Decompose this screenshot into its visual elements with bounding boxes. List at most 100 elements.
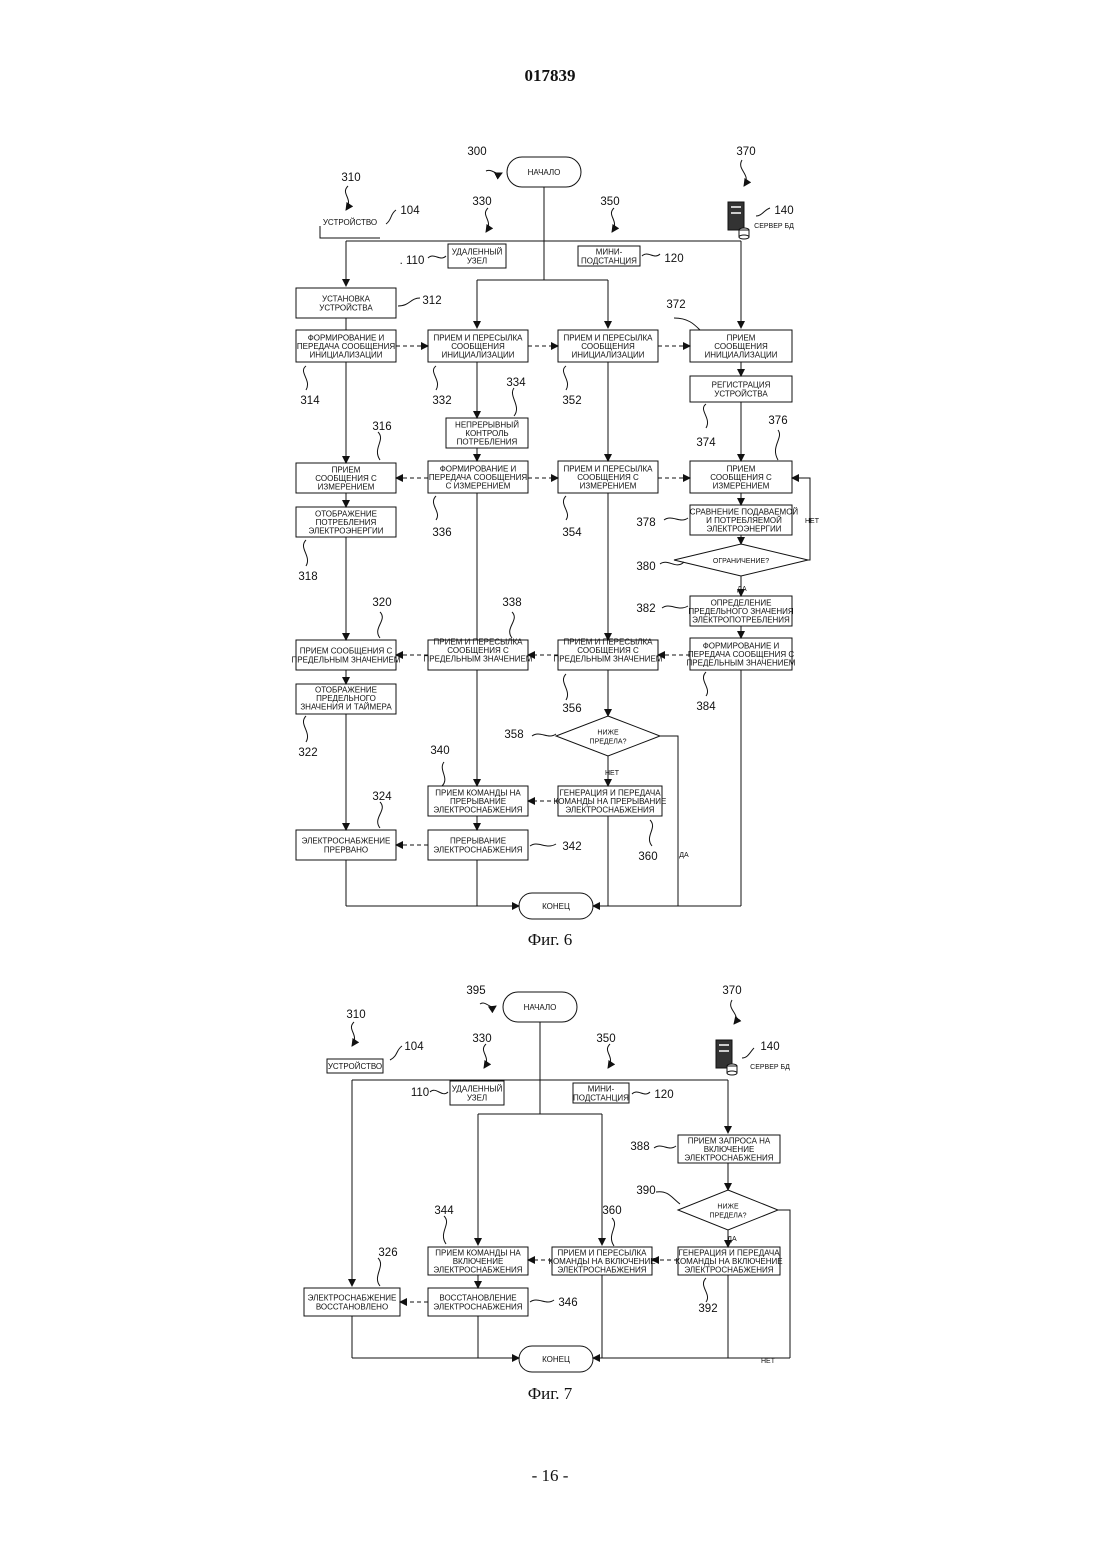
branch-yes-label: ДА [727,1236,737,1243]
step-324-label: ПРЕРВАНО [324,845,368,854]
step-326-label: ВОССТАНОВЛЕНО [316,1302,388,1311]
ref-338: 338 [502,597,521,609]
decision-380-label: ОГРАНИЧЕНИЕ? [713,558,769,565]
decision-358-label: НИЖЕ [597,730,619,737]
step-388-label: ЭЛЕКТРОСНАБЖЕНИЯ [684,1154,773,1163]
step-374-label: УСТРОЙСТВА [714,389,768,398]
ref-360: 360 [602,1205,621,1217]
page-number: - 16 - [0,1466,1100,1486]
branch-no-label: НЕТ [605,770,620,777]
figure-6-flowchart: НАЧАЛОКОНЕЦУСТРОЙСТВОУДАЛЕННЫЙУЗЕЛМИНИ-П… [0,0,1100,940]
ref-388: 388 [630,1141,649,1153]
step-318-label: ЭЛЕКТРОЭНЕРГИИ [308,527,383,536]
ref-390: 390 [636,1185,655,1197]
database-server-icon [728,202,749,239]
branch-yes-label: ДА [679,852,689,859]
decision-358-label: ПРЕДЕЛА? [590,738,627,745]
ref-374: 374 [696,437,716,449]
branch-yes-label: ДА [737,586,747,593]
step-322-label: ЗНАЧЕНИЯ И ТАЙМЕРА [300,703,392,712]
step-334-label: ПОТРЕБЛЕНИЯ [457,438,518,447]
ref-312: 312 [422,295,441,307]
step-320-label: ПРЕДЕЛЬНЫМ ЗНАЧЕНИЕМ [292,655,401,664]
step-352-label: ИНИЦИАЛИЗАЦИИ [571,351,644,360]
ref-104: 104 [400,205,420,217]
ref-384: 384 [696,701,716,713]
ref-380: 380 [636,561,655,573]
remote-node-label: УЗЕЛ [467,256,487,265]
ref-372: 372 [666,299,685,311]
remote-node-label: УЗЕЛ [467,1093,487,1102]
step-332-label: ИНИЦИАЛИЗАЦИИ [441,351,514,360]
ref-370: 370 [736,146,755,158]
step-360-label: ЭЛЕКТРОСНАБЖЕНИЯ [565,806,654,815]
step-376-label: ИЗМЕРЕНИЕМ [713,482,770,491]
ref-370: 370 [722,985,741,997]
ref-376: 376 [768,415,787,427]
ref-350: 350 [600,196,619,208]
ref-322: 322 [298,747,317,759]
device-label: УСТРОЙСТВО [323,218,377,227]
ref-334: 334 [506,377,526,389]
step-384-label: ПРЕДЕЛЬНЫМ ЗНАЧЕНИЕМ [687,659,796,668]
step-372-label: ИНИЦИАЛИЗАЦИИ [704,351,777,360]
ref-352: 352 [562,395,581,407]
step-316-label: ИЗМЕРЕНИЕМ [318,483,375,492]
mini-substation-label: ПОДСТАНЦИЯ [573,1093,629,1102]
ref-332: 332 [432,395,451,407]
step-338-label: ПРЕДЕЛЬНЫМ ЗНАЧЕНИЕМ [424,655,533,664]
step-344-label: ЭЛЕКТРОСНАБЖЕНИЯ [433,1266,522,1275]
step-346-label: ЭЛЕКТРОСНАБЖЕНИЯ [433,1302,522,1311]
figure-6-caption: Фиг. 6 [0,930,1100,950]
ref-395: 395 [466,985,485,997]
ref-350: 350 [596,1033,615,1045]
ref-318: 318 [298,571,317,583]
step-382-label: ЭЛЕКТРОПОТРЕБЛЕНИЯ [692,616,790,625]
ref-120: 120 [654,1089,673,1101]
device-label: УСТРОЙСТВО [328,1062,382,1071]
ref-324: 324 [372,791,392,803]
ref-316: 316 [372,421,391,433]
ref-104: 104 [404,1041,424,1053]
ref-342: 342 [562,841,581,853]
mini-substation-label: ПОДСТАНЦИЯ [581,256,637,265]
step-340-label: ЭЛЕКТРОСНАБЖЕНИЯ [433,806,522,815]
ref-330: 330 [472,196,491,208]
ref-336: 336 [432,527,451,539]
ref-310: 310 [346,1009,365,1021]
branch-no-label: НЕТ [761,1358,776,1365]
branch-no-label: НЕТ [805,518,820,525]
ref-326: 326 [378,1247,397,1259]
step-312-label: УСТРОЙСТВА [319,303,373,312]
step-356-label: ПРЕДЕЛЬНЫМ ЗНАЧЕНИЕМ [554,655,663,664]
step-392-label: ЭЛЕКТРОСНАБЖЕНИЯ [684,1266,773,1275]
ref-300: 300 [467,146,486,158]
ref-360: 360 [638,851,657,863]
ref-346: 346 [558,1297,577,1309]
ref-392: 392 [698,1303,717,1315]
figure-7-caption: Фиг. 7 [0,1384,1100,1404]
ref-110: 110 [411,1087,429,1099]
step-378-label: ЭЛЕКТРОЭНЕРГИИ [706,525,781,534]
ref-354: 354 [562,527,582,539]
step-360-label: ЭЛЕКТРОСНАБЖЕНИЯ [557,1266,646,1275]
start-terminal-label: НАЧАЛО [528,168,561,177]
ref-378: 378 [636,517,655,529]
ref-330: 330 [472,1033,491,1045]
ref-310: 310 [341,172,360,184]
decision-390-label: ПРЕДЕЛА? [710,1212,747,1219]
ref-314: 314 [300,395,320,407]
step-314-label: ИНИЦИАЛИЗАЦИИ [309,351,382,360]
ref-382: 382 [636,603,655,615]
step-336-label: С ИЗМЕРЕНИЕМ [446,482,511,491]
step-354-label: ИЗМЕРЕНИЕМ [580,482,637,491]
database-server-icon [716,1040,737,1075]
ref-358: 358 [504,729,523,741]
ref-356: 356 [562,703,581,715]
ref-110: . 110 [400,255,425,267]
start-terminal-label: НАЧАЛО [524,1003,557,1012]
ref-140: 140 [760,1041,779,1053]
decision-390-label: НИЖЕ [717,1204,739,1211]
figure-7-flowchart: НАЧАЛОКОНЕЦУСТРОЙСТВОУДАЛЕННЫЙУЗЕЛМИНИ-П… [0,980,1100,1380]
step-342-label: ЭЛЕКТРОСНАБЖЕНИЯ [433,845,522,854]
